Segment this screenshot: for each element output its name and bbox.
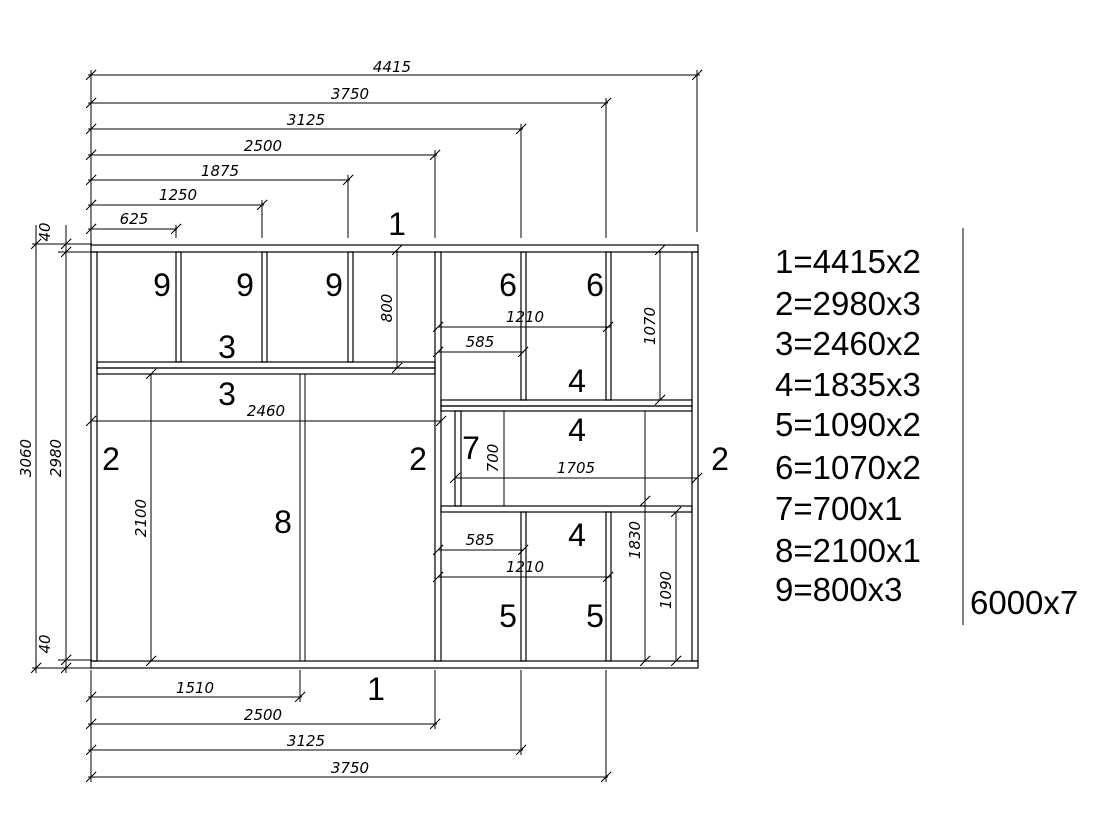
- legend-item: 3=2460x2: [775, 325, 921, 362]
- dim-1705: 1705: [557, 459, 595, 477]
- dim-2500: 2500: [244, 137, 282, 155]
- dim-585-top: 585: [466, 333, 495, 351]
- mark-door-panel: 8: [274, 504, 292, 540]
- dim-1875: 1875: [201, 162, 239, 180]
- dim-3750: 3750: [331, 85, 369, 103]
- dim-4415: 4415: [373, 58, 411, 76]
- legend-item: 9=800x3: [775, 571, 903, 608]
- bottom-dimension-chain: 1510 2500 3125 3750: [85, 670, 612, 783]
- mark-left-side: 2: [102, 441, 120, 477]
- mark-middle-shelf: 4: [568, 412, 586, 448]
- mark-lower-shelf-right: 4: [568, 517, 586, 553]
- dim-2500-bottom: 2500: [244, 706, 282, 724]
- mark-lower-right-div: 5: [586, 598, 604, 634]
- mark-lower-left-div: 5: [499, 598, 517, 634]
- legend-item: 6=1070x2: [775, 449, 921, 486]
- dim-1250: 1250: [159, 186, 197, 204]
- mark-lower-shelf: 3: [218, 376, 236, 412]
- dim-1070: 1070: [641, 307, 659, 345]
- legend-item: 5=1090x2: [775, 406, 921, 443]
- dim-800: 800: [378, 294, 396, 323]
- dim-2100: 2100: [132, 499, 150, 537]
- dim-1830: 1830: [626, 521, 644, 559]
- mark-upper-shelf-right: 4: [568, 363, 586, 399]
- legend-item: 2=2980x3: [775, 285, 921, 322]
- legend-item: 7=700x1: [775, 490, 903, 527]
- legend-item: 1=4415x2: [775, 243, 921, 280]
- mark-right-side: 2: [711, 441, 729, 477]
- dim-3125-bottom: 3125: [287, 732, 325, 750]
- mark-center-divider: 2: [409, 441, 427, 477]
- dim-2980: 2980: [47, 439, 65, 477]
- inner-dimensions: 800 2460 2100 1210 585 1070 700 1705 585…: [85, 244, 703, 667]
- dim-40-top: 40: [36, 222, 54, 241]
- mark-cell-3: 9: [325, 267, 343, 303]
- left-dimension-chain: 40 40 3060 2980: [17, 222, 92, 674]
- dim-625: 625: [120, 210, 149, 228]
- dim-1510: 1510: [176, 679, 214, 697]
- dim-2460: 2460: [247, 402, 285, 420]
- dim-3125: 3125: [287, 111, 325, 129]
- parts-legend: 1=4415x2 2=2980x3 3=2460x2 4=1835x3 5=10…: [775, 228, 1078, 625]
- dim-1210-bottom: 1210: [506, 558, 544, 576]
- dim-40-bottom: 40: [36, 634, 54, 653]
- mark-upper-right-div: 6: [586, 267, 604, 303]
- legend-item: 4=1835x3: [775, 366, 921, 403]
- mark-middle-div: 7: [462, 430, 480, 466]
- top-dimension-chain: 4415 3750 3125 2500 1875 1250 625: [85, 58, 703, 248]
- legend-item: 8=2100x1: [775, 532, 921, 569]
- part-marks: 1 1 2 2 2 3 3 4 4 4 5 5 6 6 7 8 9 9 9: [102, 206, 729, 707]
- mark-cell-2: 9: [236, 267, 254, 303]
- mark-top-shelf: 3: [218, 329, 236, 365]
- dim-585-bottom: 585: [466, 531, 495, 549]
- stock-note: 6000x7: [970, 584, 1078, 621]
- mark-bottom-panel: 1: [367, 671, 385, 707]
- dim-1090: 1090: [657, 571, 675, 609]
- mark-upper-left-div: 6: [499, 267, 517, 303]
- dim-3060: 3060: [17, 439, 35, 477]
- dim-1210-top: 1210: [506, 308, 544, 326]
- mark-cell-1: 9: [153, 267, 171, 303]
- mark-top-panel: 1: [388, 206, 406, 242]
- dim-700: 700: [484, 444, 502, 473]
- dim-3750-bottom: 3750: [331, 759, 369, 777]
